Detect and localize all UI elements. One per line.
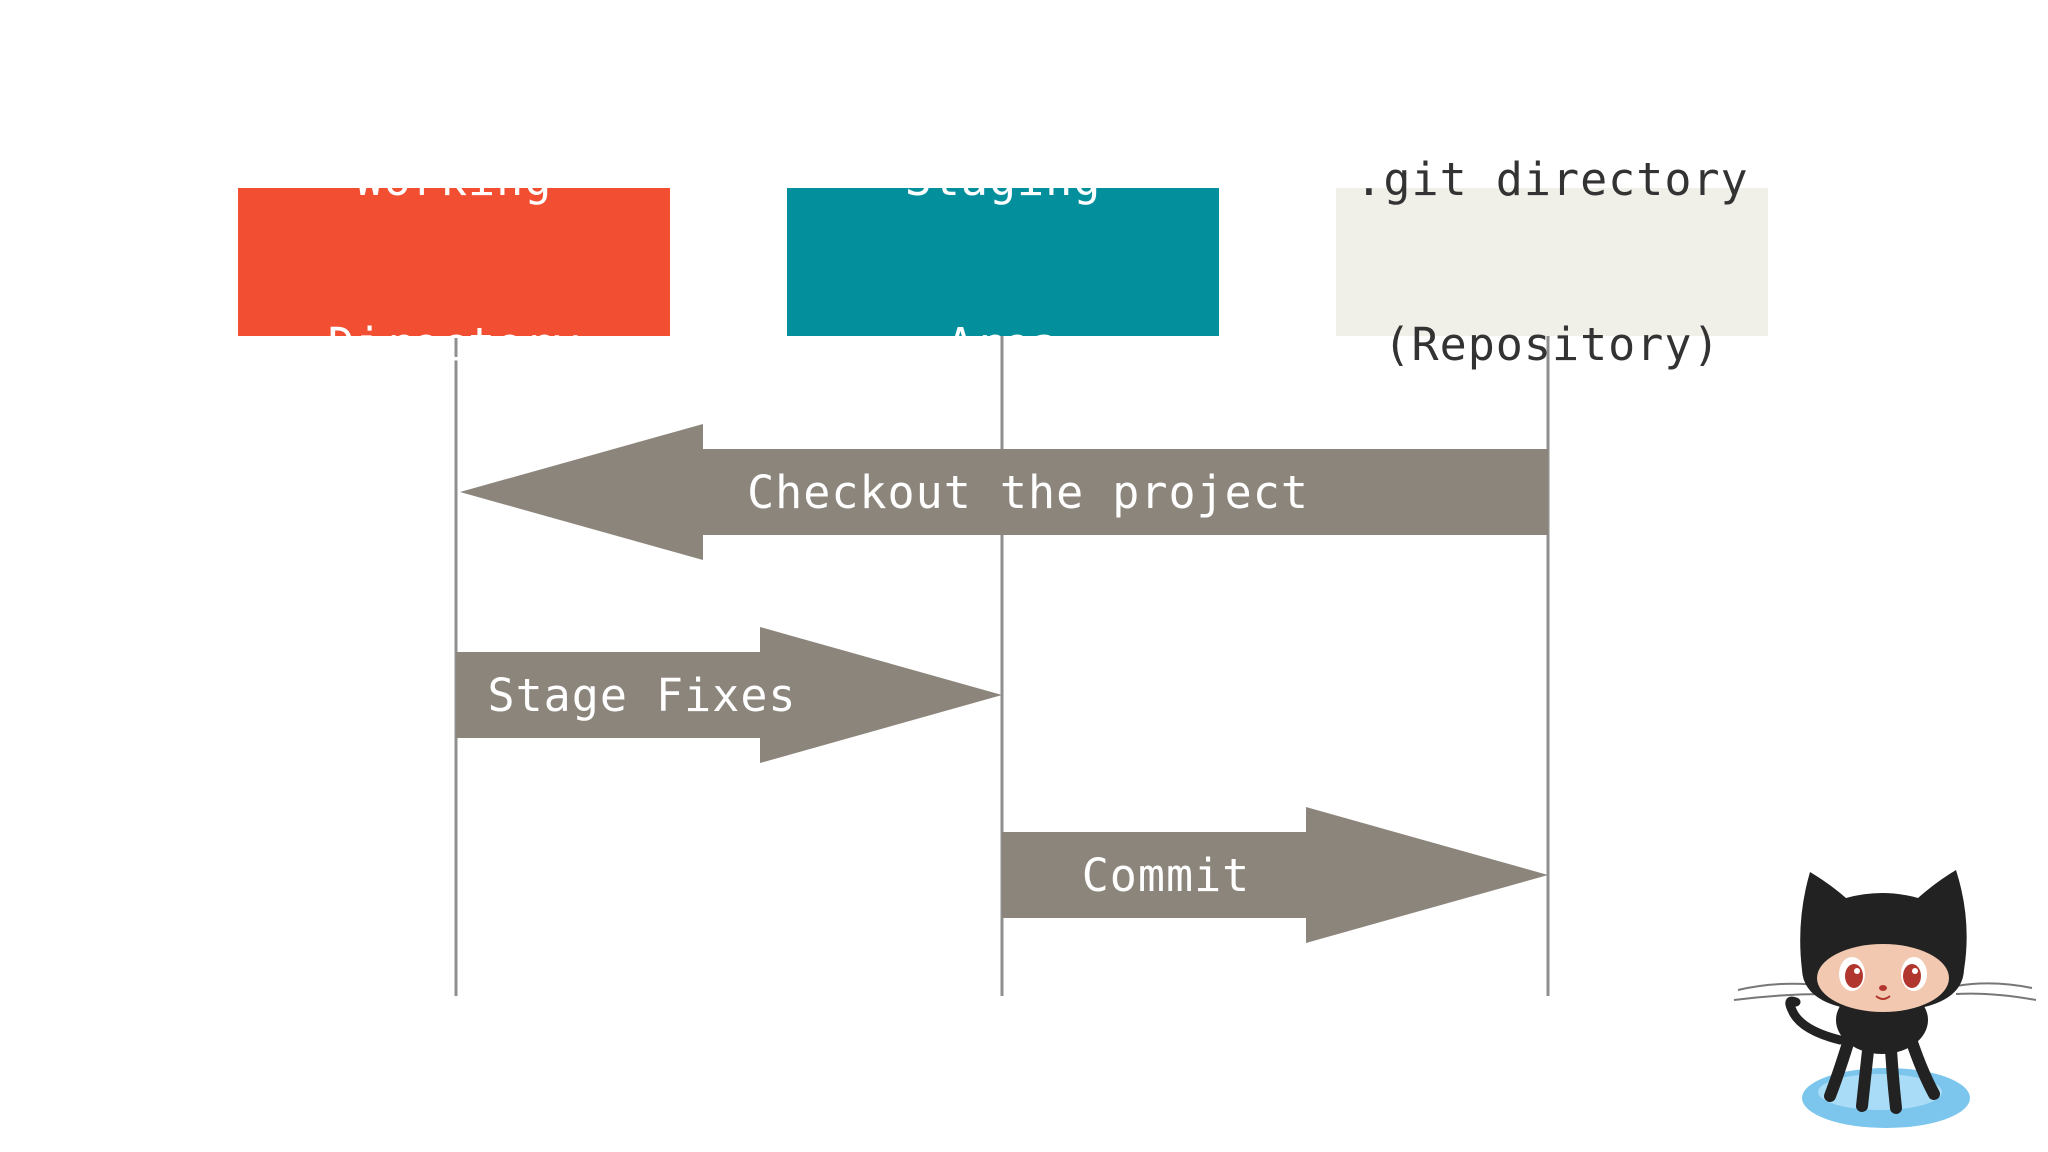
octocat-mouth <box>1875 995 1891 1000</box>
working-directory-line2: Directory <box>327 318 581 371</box>
git-directory-line1: .git directory <box>1355 153 1749 206</box>
git-directory-box: .git directory (Repository) <box>1336 153 1768 371</box>
working-directory-line1: Working <box>355 153 553 206</box>
git-directory-line2: (Repository) <box>1383 318 1721 371</box>
whisker-right-1 <box>1955 982 2033 989</box>
octocat-eye-shine-right <box>1912 968 1918 974</box>
commit-arrow: Commit <box>1002 807 1548 943</box>
stage-fixes-arrow: Stage Fixes <box>456 627 1002 763</box>
staging-area-line2: Area <box>946 318 1060 371</box>
commit-arrow-label: Commit <box>1082 849 1251 902</box>
octocat-eye-shine-left <box>1854 968 1860 974</box>
octocat-nose <box>1879 985 1887 991</box>
commit-arrow-shape <box>1002 807 1548 943</box>
whisker-left-2 <box>1733 993 1827 1001</box>
octocat-icon <box>1733 870 2037 1128</box>
checkout-arrow-label: Checkout the project <box>747 466 1309 519</box>
octocat-pupil-left <box>1845 964 1863 988</box>
octocat-tail <box>1785 996 1845 1045</box>
stage-fixes-arrow-shape <box>456 627 1002 763</box>
whisker-right-2 <box>1955 992 2037 1001</box>
water-puddle-highlight <box>1818 1074 1942 1110</box>
stage-fixes-arrow-label: Stage Fixes <box>487 669 796 722</box>
checkout-arrow-shape <box>460 424 1548 560</box>
octocat-pupil-right <box>1903 964 1921 988</box>
staging-area-box: Staging Area <box>787 153 1219 371</box>
working-directory-box: Working Directory <box>238 153 670 371</box>
octocat-face <box>1817 944 1949 1012</box>
staging-area-line1: Staging <box>904 153 1102 206</box>
checkout-arrow: Checkout the project <box>460 424 1548 560</box>
